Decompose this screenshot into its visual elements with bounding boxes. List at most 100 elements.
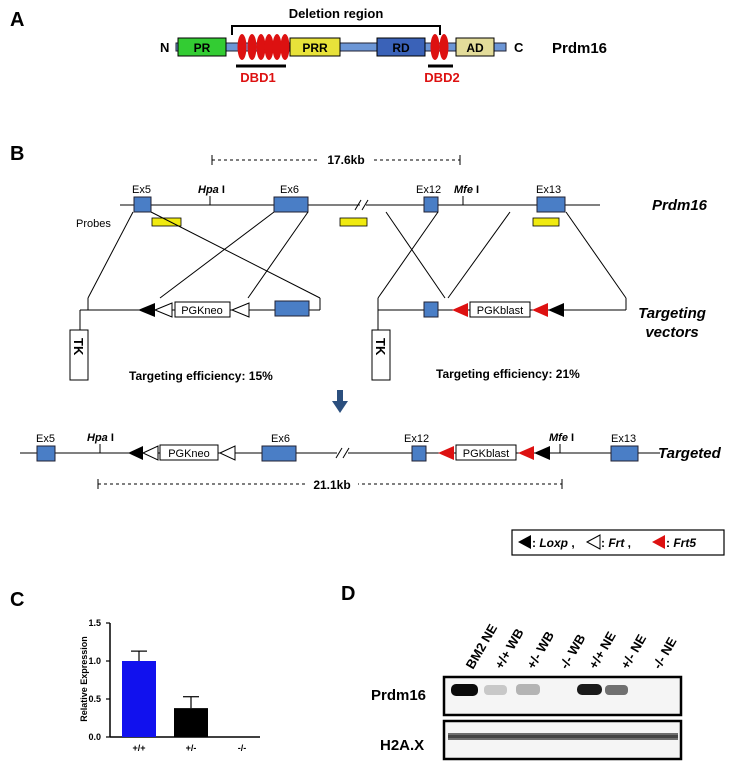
- pgkneo-cassette: [174, 301, 231, 318]
- y-tick-label: 0.5: [88, 694, 101, 704]
- panel-a: A Deletion region N C PR PRR RD AD DBD1: [10, 6, 607, 85]
- zinc-finger: [256, 34, 266, 60]
- protein-name-label: Prdm16: [552, 40, 607, 57]
- probe-3prime: [532, 217, 560, 227]
- blot-label-h2ax: H2A.X: [380, 737, 424, 754]
- targeted-allele: Ex5 Hpa I PGKneo Ex6 Ex12 PGKblast Mfe I…: [20, 432, 660, 462]
- rd-domain-label: RD: [392, 41, 410, 55]
- exon-6: [273, 196, 309, 213]
- y-axis-ticks: 0.0 0.5 1.0 1.5: [88, 618, 110, 742]
- arrow-shaft: [337, 390, 343, 402]
- dbd2-zinc-fingers: [430, 34, 449, 60]
- distance-label-bottom: 21.1kb: [313, 478, 350, 492]
- exon-12: [411, 445, 427, 462]
- x-tick-label: +/+: [132, 743, 145, 753]
- break-mark: [361, 199, 369, 211]
- exon-5: [36, 445, 56, 462]
- lane-label: +/+ NE: [586, 629, 619, 672]
- band: [448, 735, 678, 738]
- exon-5: [133, 196, 152, 213]
- loxp-triangle: [548, 303, 564, 317]
- pgkblast-label: PGKblast: [477, 305, 523, 317]
- probes-label: Probes: [76, 218, 111, 230]
- left-targeting-vector: TK PGKneo: [69, 298, 321, 381]
- lane-label: -/- WB: [557, 631, 589, 671]
- protein-backbone: [175, 42, 507, 52]
- tk-label-left: TK: [71, 338, 86, 356]
- zinc-finger: [264, 34, 274, 60]
- pgkneo-label: PGKneo: [168, 448, 210, 460]
- vector-exon-12: [423, 301, 439, 318]
- frt-triangle: [218, 445, 236, 461]
- lane-label: +/- WB: [524, 629, 557, 672]
- legend-frt5: : Frt5: [666, 536, 696, 550]
- mfe-site-label: Mfe I: [549, 432, 574, 444]
- tk-box-right: [371, 329, 391, 381]
- bar-series: [122, 650, 208, 737]
- site-legend: : Loxp , : Frt , : Frt5: [511, 529, 725, 556]
- bar: [122, 661, 156, 737]
- panel-b-label: B: [10, 143, 24, 165]
- band: [605, 685, 628, 695]
- break-mark: [335, 447, 343, 459]
- frt5-triangle: [452, 303, 468, 317]
- panel-d: D BM2 NE +/+ WB +/- WB -/- WB +/+ NE +/-…: [341, 583, 683, 761]
- crossover-line: [247, 211, 309, 299]
- targeted-label: Targeted: [658, 445, 722, 462]
- exon-13-label: Ex13: [611, 433, 636, 445]
- pgkblast-cassette: [469, 301, 531, 318]
- crossover-line: [150, 211, 321, 299]
- crossover-line: [159, 211, 275, 299]
- prr-domain: [289, 37, 341, 57]
- band: [577, 684, 602, 695]
- exon-6: [261, 445, 297, 462]
- exon-13: [536, 196, 566, 213]
- y-tick-label: 1.0: [88, 656, 101, 666]
- pgkneo-label: PGKneo: [181, 305, 223, 317]
- ad-domain: [455, 37, 495, 57]
- zinc-finger: [247, 34, 257, 60]
- distance-label-bg: [320, 151, 372, 167]
- blot-label-prdm16: Prdm16: [371, 687, 426, 704]
- x-tick-label: -/-: [238, 743, 247, 753]
- band: [484, 685, 507, 695]
- crossover-line: [565, 211, 627, 299]
- crossover-line: [377, 211, 439, 299]
- frt-triangle: [585, 534, 601, 550]
- right-targeting-vector: TK PGKblast: [371, 298, 627, 381]
- deletion-bracket: [231, 25, 441, 35]
- targeting-efficiency-right: Targeting efficiency: 21%: [436, 367, 580, 381]
- panel-d-label: D: [341, 583, 355, 605]
- dbd1-label: DBD1: [240, 70, 275, 85]
- frt-triangle: [141, 445, 159, 461]
- frt5-triangle: [518, 446, 534, 460]
- tk-label-right: TK: [373, 338, 388, 356]
- exon-13-label: Ex13: [536, 184, 561, 196]
- exon-5-label: Ex5: [36, 433, 55, 445]
- loxp-triangle: [138, 303, 155, 317]
- legend-box: [511, 529, 725, 556]
- band: [516, 684, 540, 695]
- frt5-triangle: [438, 446, 454, 460]
- probe-internal: [339, 217, 368, 227]
- vector-exon-6: [274, 300, 310, 317]
- frt5-triangle: [652, 535, 665, 549]
- x-axis-labels: +/+ +/- -/-: [132, 743, 246, 753]
- pr-domain-label: PR: [194, 41, 211, 55]
- exon-12-label: Ex12: [416, 184, 441, 196]
- targeting-vectors-label-line2: vectors: [645, 324, 698, 341]
- pgkblast-label: PGKblast: [463, 448, 509, 460]
- tk-box-left: [69, 329, 89, 381]
- x-tick-label: +/-: [186, 743, 197, 753]
- exon-6-label: Ex6: [280, 184, 299, 196]
- bar: [174, 708, 208, 737]
- prdm16-blot: [442, 675, 683, 717]
- prr-domain-label: PRR: [302, 41, 328, 55]
- zinc-finger: [237, 34, 247, 60]
- prdm16-bands: [451, 684, 628, 696]
- band: [451, 684, 478, 696]
- pgkblast-cassette: [455, 444, 517, 461]
- break-mark: [354, 199, 362, 211]
- break-mark: [342, 447, 350, 459]
